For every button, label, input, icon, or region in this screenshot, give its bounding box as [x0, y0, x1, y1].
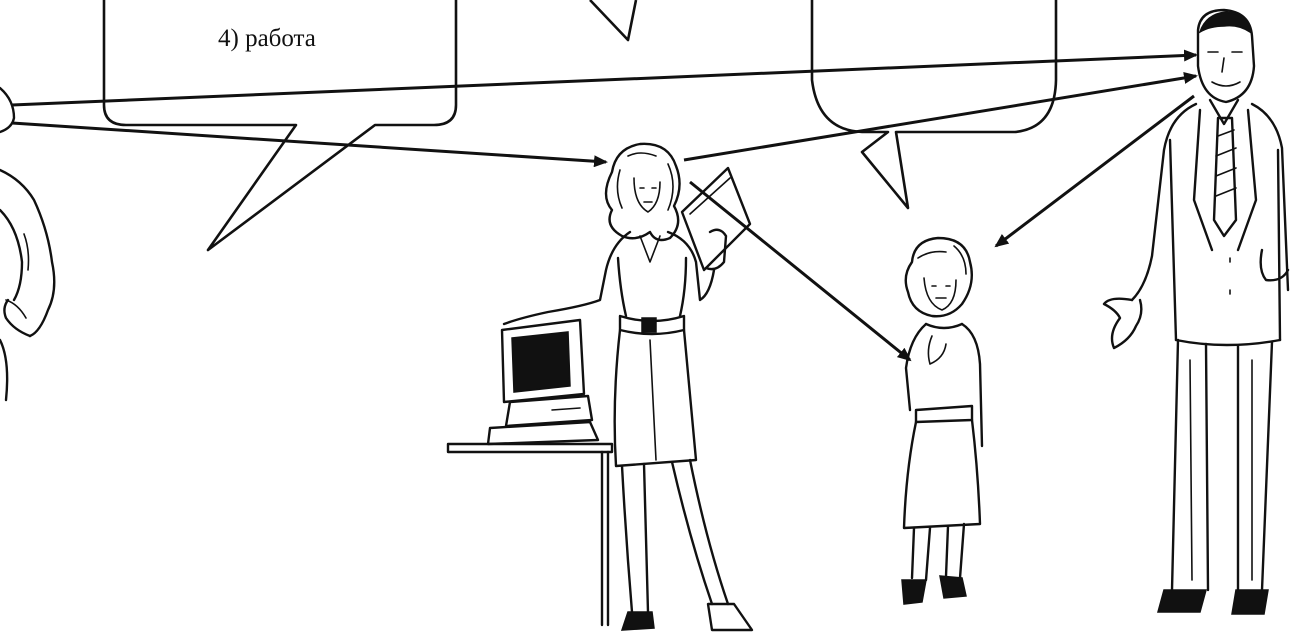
computer	[488, 320, 598, 444]
man-figure	[1104, 10, 1288, 614]
speech-bubble-top-center	[590, 0, 636, 40]
desk	[448, 444, 612, 625]
person-left-edge	[0, 88, 54, 400]
bubble-left-text: 4) работа	[218, 25, 316, 52]
arrow-woman-to-child	[690, 182, 910, 360]
speech-bubble-left: 4) работа	[104, 0, 456, 250]
child-figure	[902, 238, 982, 604]
